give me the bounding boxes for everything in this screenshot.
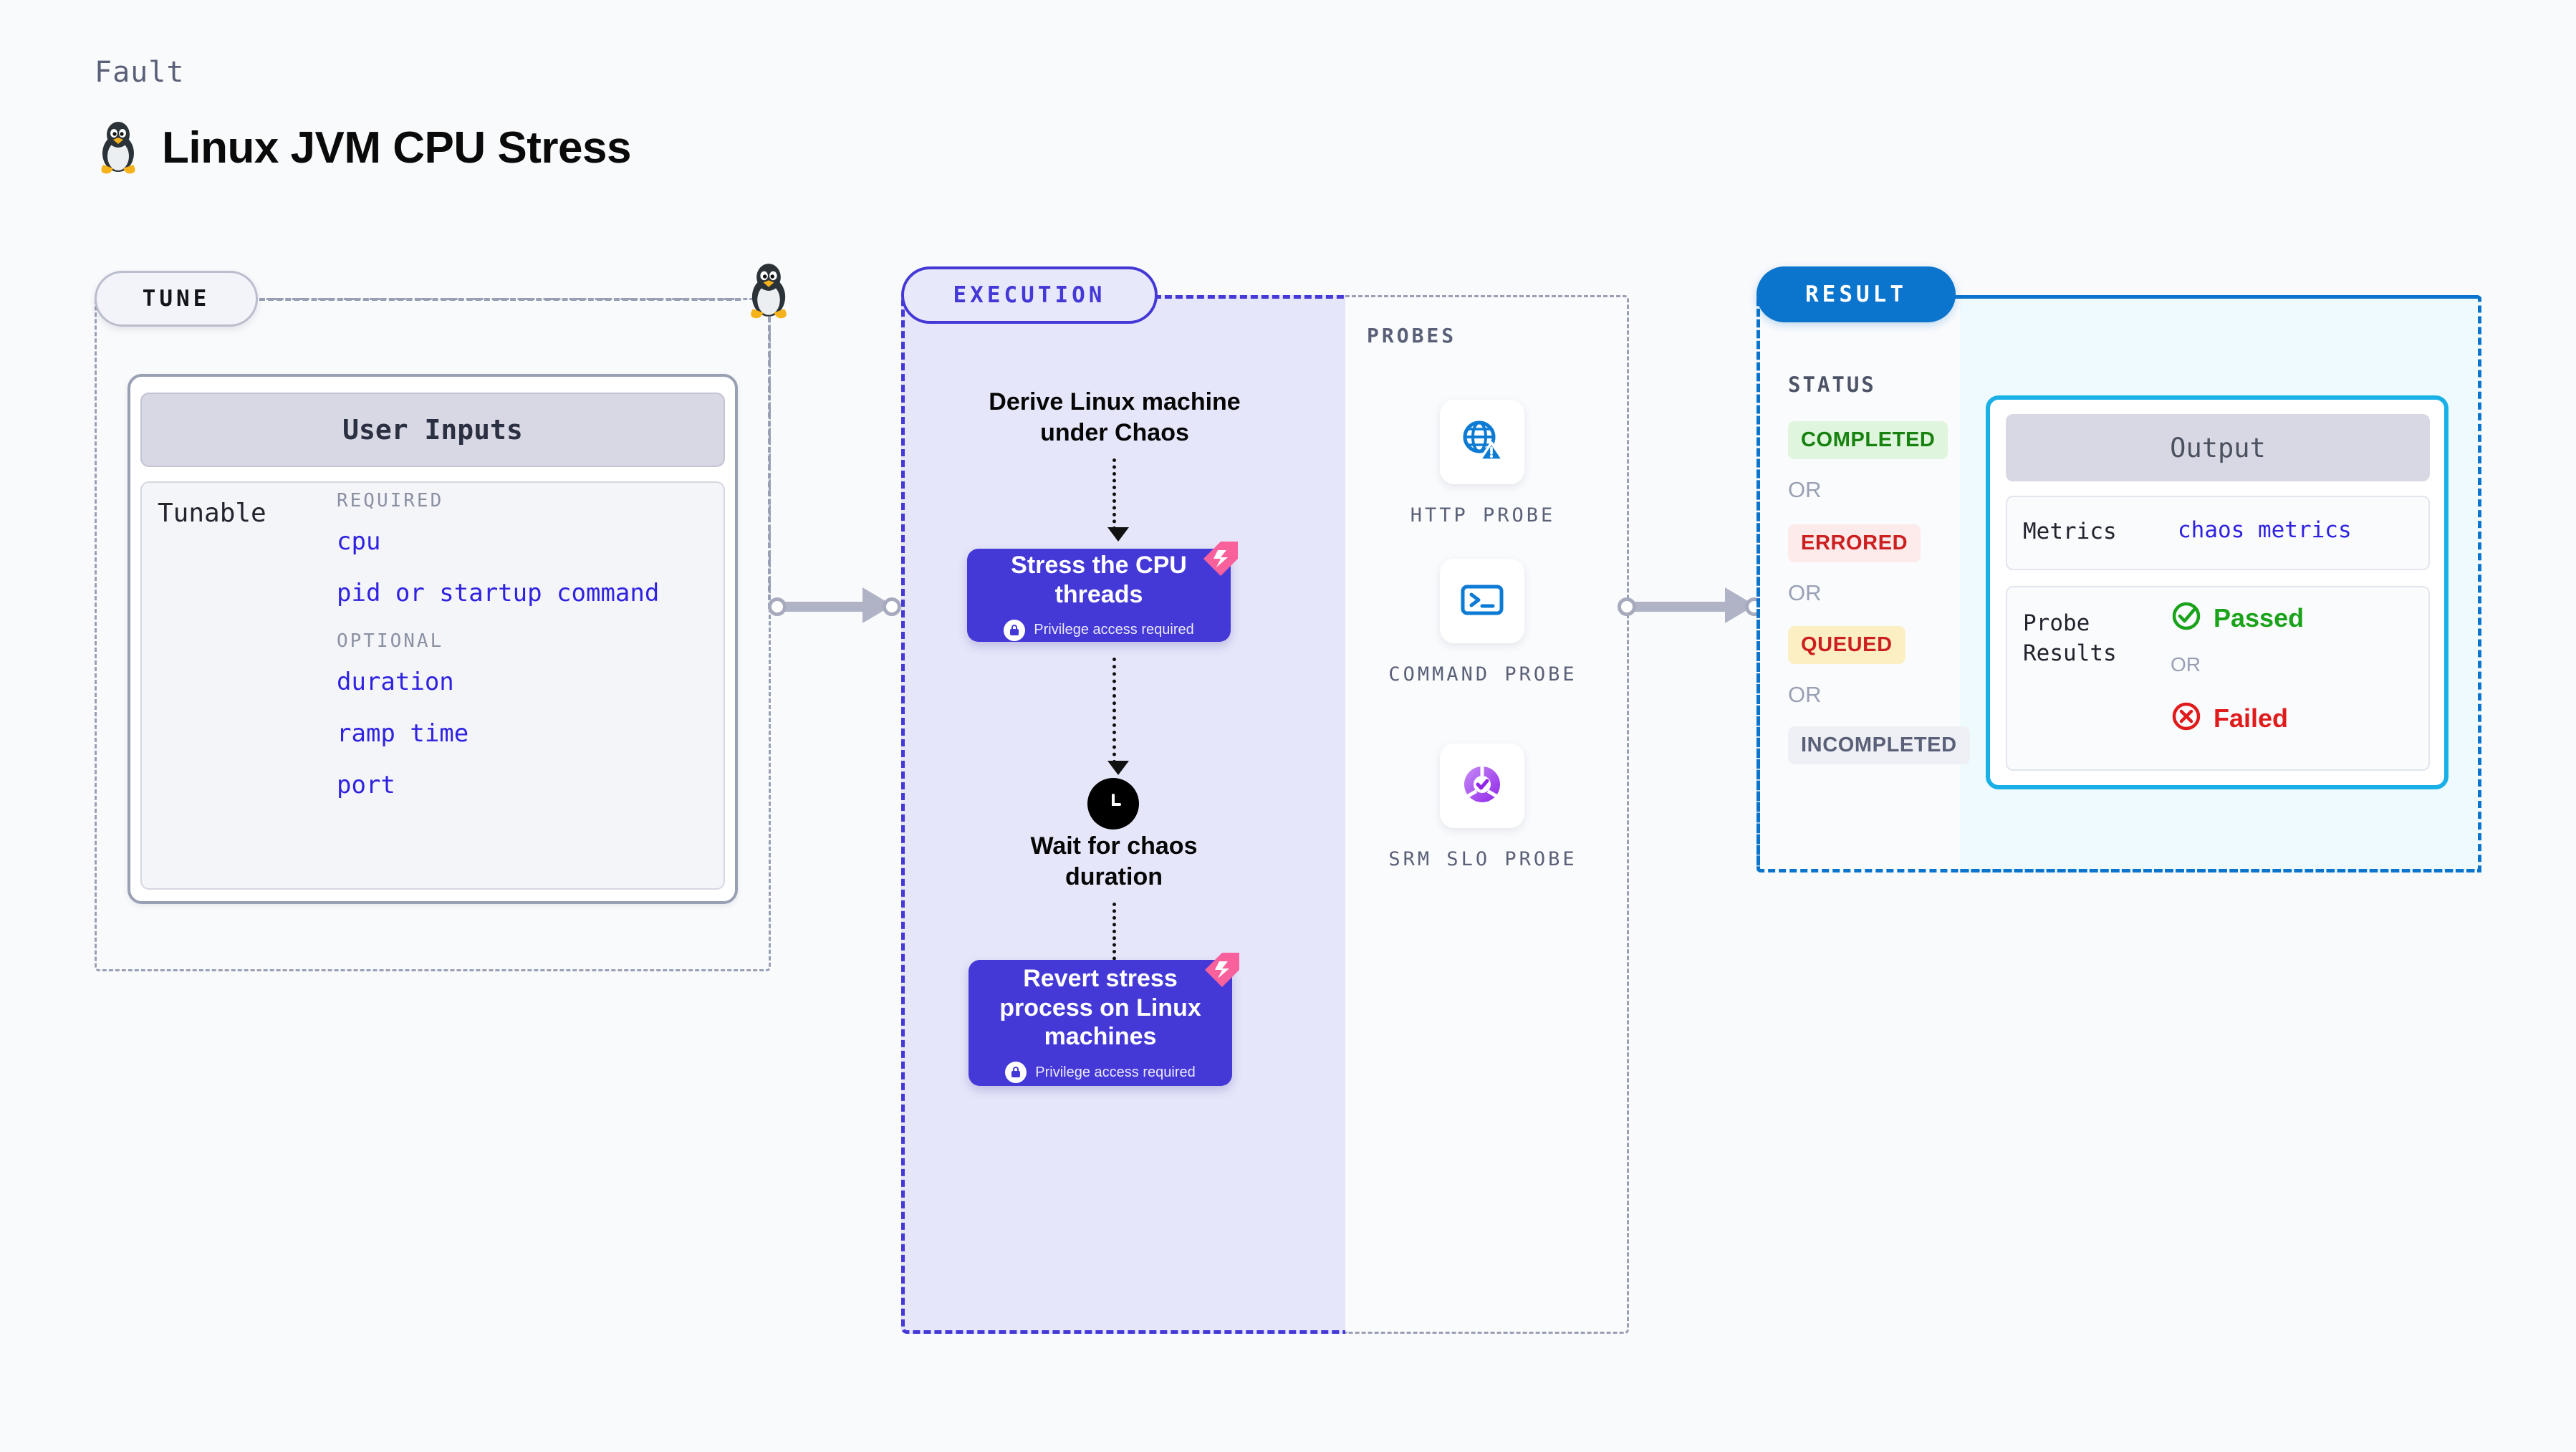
lock-icon: [1004, 619, 1026, 641]
output-card-title: Output: [2006, 414, 2430, 481]
execution-step-wait-label: Wait for chaos duration: [1030, 832, 1198, 890]
probe-result-or: OR: [2171, 653, 2201, 675]
output-metrics-value[interactable]: chaos metrics: [2178, 517, 2352, 543]
output-metrics-key: Metrics: [2023, 519, 2117, 544]
execution-step-stress-cpu-card[interactable]: Stress the CPU threads Privilege access …: [967, 542, 1238, 642]
status-badge-queued: QUEUED: [1788, 626, 1905, 664]
output-probe-results-key-text: Probe Results: [2023, 610, 2117, 666]
status-section-label: STATUS: [1788, 372, 1876, 397]
user-inputs-header: User Inputs: [140, 393, 725, 467]
tunable-label: Tunable: [158, 499, 266, 528]
probe-label-command: COMMAND PROBE: [1388, 663, 1577, 686]
tunable-group-label-required: REQUIRED: [337, 490, 444, 511]
flow-connector-3: [1107, 903, 1129, 979]
tune-pill[interactable]: TUNE: [95, 271, 258, 327]
status-badge-completed: COMPLETED: [1788, 421, 1948, 459]
flow-connector-1: [1107, 458, 1129, 542]
status-or-1: OR: [1788, 477, 1822, 502]
output-probe-results-key: Probe Results: [2023, 609, 2152, 669]
page-title-row: Linux JVM CPU Stress: [95, 120, 631, 175]
status-badge-errored: ERRORED: [1788, 524, 1921, 562]
execution-step-stress-cpu-title: Stress the CPU threads: [1011, 552, 1187, 608]
tunable-list: REQUIRED cpu pid or startup command OPTI…: [337, 490, 709, 822]
result-status-column: [1756, 295, 1960, 872]
result-pill[interactable]: RESULT: [1756, 266, 1956, 322]
chaos-ribbon-icon: [1192, 940, 1252, 1000]
probe-tile-http[interactable]: [1440, 400, 1524, 484]
probe-result-failed: Failed: [2171, 701, 2288, 736]
execution-step-revert-title: Revert stress process on Linux machines: [999, 964, 1201, 1051]
privilege-note-row-1: Privilege access required: [1004, 619, 1194, 641]
penguin-drop-line: [768, 308, 771, 609]
probe-label-srm-slo: SRM SLO PROBE: [1388, 848, 1577, 870]
check-circle-icon: [2171, 600, 2202, 635]
status-badge-incompleted: INCOMPLETED: [1788, 726, 1970, 764]
slo-donut-check-icon: [1457, 759, 1507, 813]
tunable-item-cpu[interactable]: cpu: [337, 527, 381, 556]
probe-label-http: HTTP PROBE: [1410, 504, 1556, 527]
page-kicker: Fault: [95, 56, 185, 89]
page-title: Linux JVM CPU Stress: [162, 122, 631, 173]
tunable-group-label-optional: OPTIONAL: [337, 630, 444, 652]
lock-icon: [1005, 1062, 1027, 1084]
probes-section-label: PROBES: [1367, 324, 1457, 347]
execution-step-revert-card[interactable]: Revert stress process on Linux machines …: [969, 953, 1239, 1086]
tune-to-execution-arrow: [768, 587, 904, 623]
clock-icon: [1087, 778, 1139, 830]
tune-to-exec-dashed-link: [259, 298, 741, 301]
tunable-item-pid-or-startup-command[interactable]: pid or startup command: [337, 579, 660, 607]
tunable-item-port[interactable]: port: [337, 771, 395, 799]
globe-warning-icon: [1457, 415, 1507, 469]
output-probe-results-row: [2006, 586, 2430, 771]
execution-to-result-arrow: [1618, 587, 1768, 623]
tunable-item-ramp-time[interactable]: ramp time: [337, 719, 469, 748]
result-region: [1756, 295, 2481, 872]
privilege-note-2: Privilege access required: [1035, 1064, 1196, 1080]
x-circle-icon: [2171, 701, 2202, 736]
terminal-icon: [1457, 574, 1507, 628]
probe-result-failed-label: Failed: [2214, 703, 2289, 733]
linux-penguin-marker-icon: [744, 262, 794, 319]
tunable-item-duration[interactable]: duration: [337, 668, 454, 696]
probe-tile-srm-slo[interactable]: [1440, 744, 1524, 828]
output-metrics-row: [2006, 496, 2430, 570]
probe-result-passed-label: Passed: [2214, 602, 2305, 633]
execution-pill[interactable]: EXECUTION: [901, 266, 1158, 324]
tunable-box: [140, 481, 725, 890]
status-or-3: OR: [1788, 682, 1822, 707]
privilege-note-1: Privilege access required: [1034, 622, 1194, 638]
linux-penguin-icon: [95, 120, 142, 175]
flow-connector-2: [1107, 658, 1129, 775]
status-or-2: OR: [1788, 580, 1822, 605]
execution-step-derive-label: Derive Linux machine under Chaos: [989, 388, 1241, 446]
privilege-note-row-2: Privilege access required: [1005, 1062, 1196, 1084]
chaos-ribbon-icon: [1191, 529, 1251, 589]
probe-tile-command[interactable]: [1440, 559, 1524, 643]
probe-result-passed: Passed: [2171, 600, 2304, 635]
